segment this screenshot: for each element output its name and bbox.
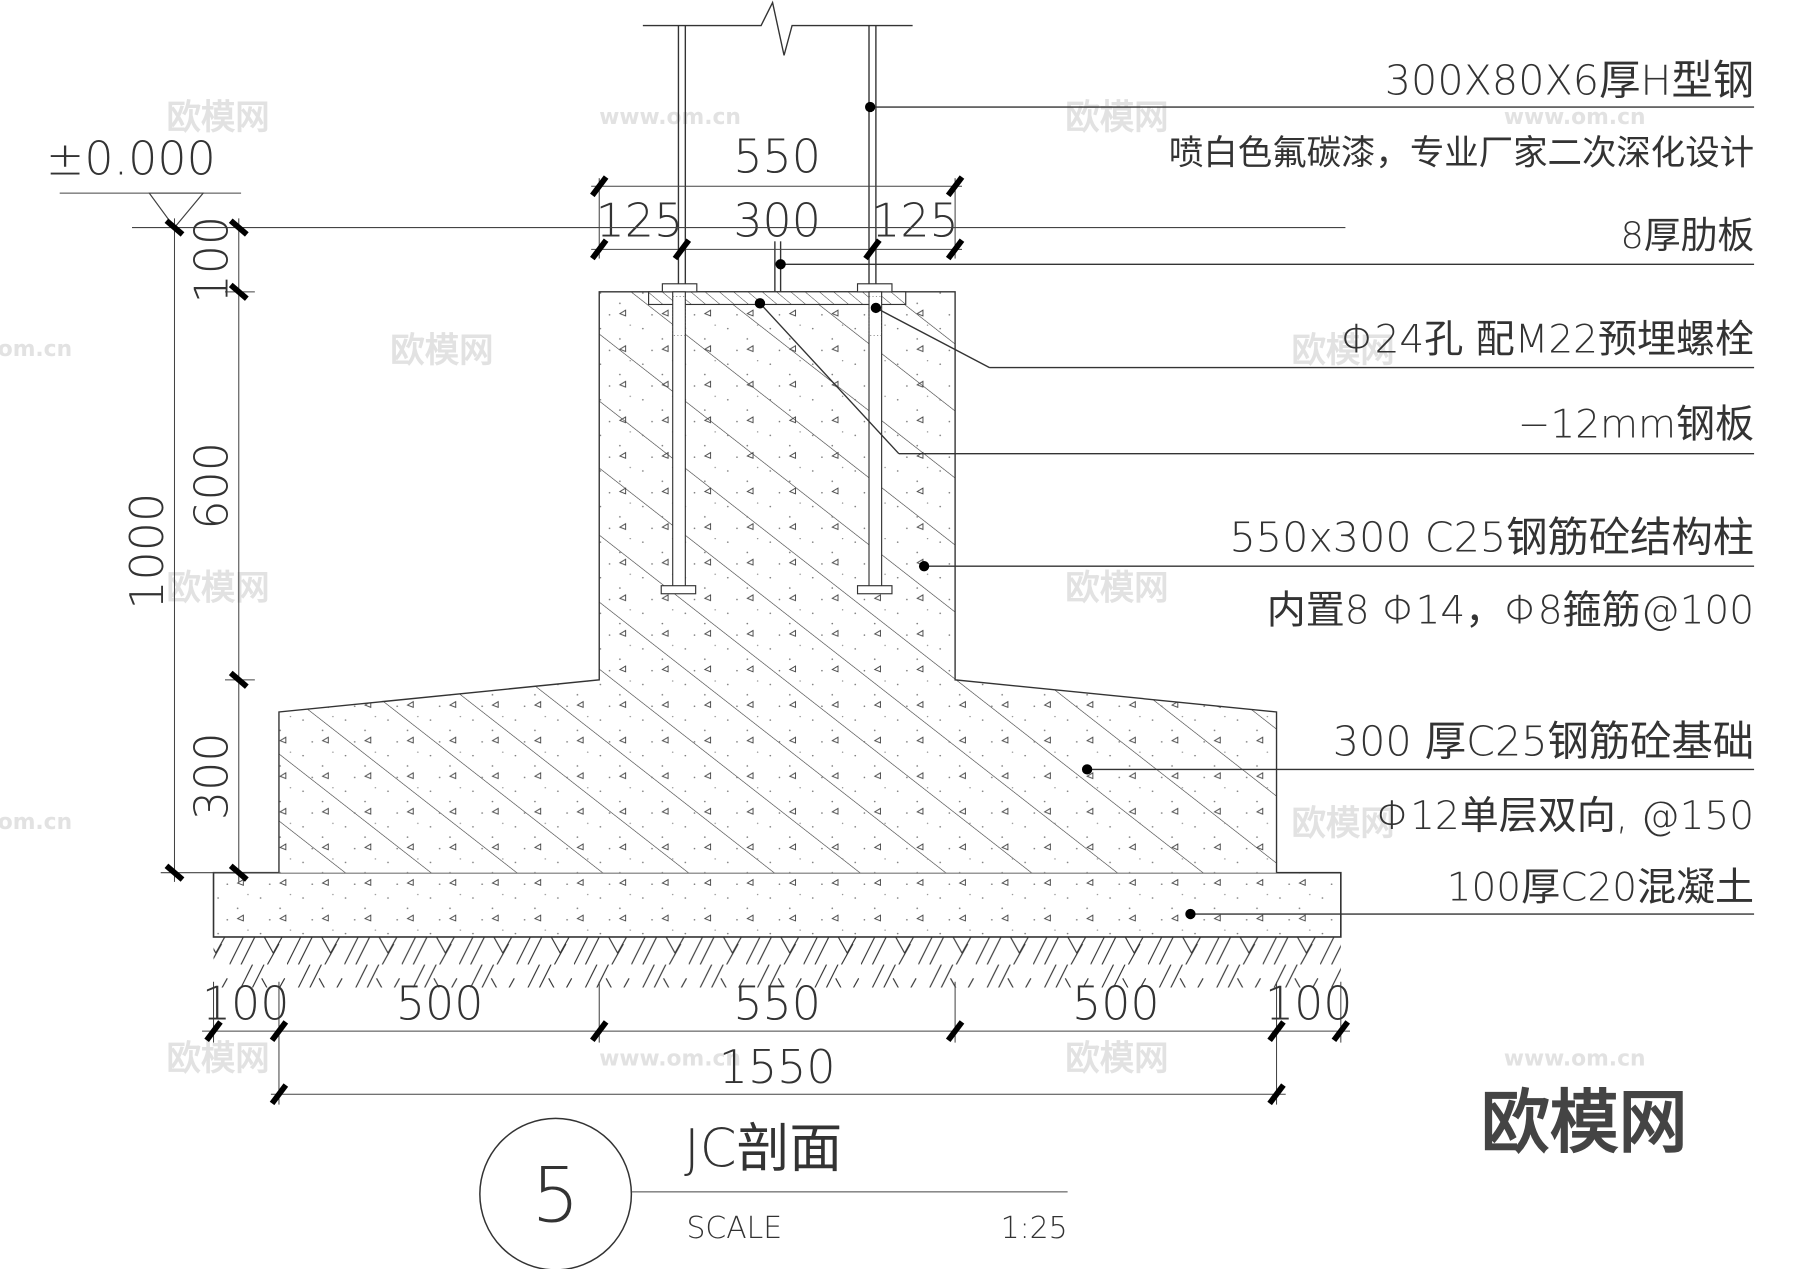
label-foundation: 300 厚C25钢筋砼基础 — [1333, 718, 1754, 766]
steel-base-plate — [648, 283, 907, 306]
top-dimensions: 550 125 300 125 — [132, 129, 1346, 261]
blinding-layer — [212, 871, 1342, 938]
watermark: 欧模网 — [1065, 98, 1168, 138]
anchor-bolts — [660, 291, 893, 595]
watermark: 欧模网 — [166, 1039, 269, 1079]
dim-bottom-550: 550 — [733, 977, 821, 1031]
watermark: 欧模网 — [1065, 1039, 1168, 1079]
section-number: 5 — [532, 1152, 580, 1240]
title-block: 5 JC剖面 SCALE 1:25 — [479, 1117, 1068, 1269]
watermark: www.om.cn — [599, 1047, 741, 1072]
label-steel-plate: −12mm钢板 — [1518, 403, 1754, 448]
dim-bottom-500-right: 500 — [1072, 977, 1160, 1031]
watermark: www.om.cn — [1504, 105, 1646, 130]
dim-top-mid: 300 — [733, 194, 821, 248]
label-column-rebar: 内置8 Φ14，Φ8箍筋@100 — [1267, 589, 1754, 634]
label-anchor-bolt: Φ24孔 配M22预埋螺栓 — [1341, 318, 1754, 363]
dim-bottom-100-left: 100 — [202, 977, 290, 1031]
watermark: 欧模网 — [166, 568, 269, 608]
watermark: om.cn — [0, 337, 72, 362]
label-blinding: 100厚C20混凝土 — [1447, 865, 1754, 910]
section-circle — [479, 1117, 633, 1269]
annotation-labels: 300X80X6厚H型钢 喷白色氟碳漆，专业厂家二次深化设计 8厚肋板 Φ24孔… — [1169, 56, 1754, 910]
scale-value: 1:25 — [1001, 1211, 1068, 1246]
label-h-steel-note: 喷白色氟碳漆，专业厂家二次深化设计 — [1169, 133, 1754, 173]
watermark: 欧模网 — [1291, 331, 1394, 371]
watermark: 欧模网 — [390, 331, 493, 371]
footing-and-column — [278, 291, 1278, 873]
dim-left-300: 300 — [184, 732, 238, 820]
label-rib-plate: 8厚肋板 — [1621, 214, 1755, 257]
dim-bottom-500-left: 500 — [396, 977, 484, 1031]
section-title: JC剖面 — [684, 1119, 842, 1180]
watermark: www.om.cn — [599, 105, 741, 130]
left-dimensions: 1000 100 600 300 — [120, 216, 279, 882]
watermark: 欧模网 — [1065, 568, 1168, 608]
bottom-dimensions: 100 500 550 500 100 1550 — [202, 977, 1353, 1106]
watermark: www.om.cn — [1504, 1047, 1646, 1072]
watermark: 欧模网 — [166, 98, 269, 138]
dim-bottom-100-right: 100 — [1265, 977, 1353, 1031]
elevation-label: ±0.000 — [46, 132, 216, 186]
soil-hatch — [213, 936, 1341, 988]
dim-top-right: 125 — [871, 194, 959, 248]
brand-logo: 欧模网 — [1481, 1083, 1688, 1163]
dim-left-100: 100 — [184, 216, 238, 304]
label-foundation-rebar: Φ12单层双向, @150 — [1377, 794, 1755, 839]
dim-top-left: 125 — [596, 194, 684, 248]
dim-top-overall: 550 — [733, 129, 821, 183]
dim-bottom-overall: 1550 — [719, 1040, 836, 1094]
dim-left-600: 600 — [184, 442, 238, 530]
label-column: 550x300 C25钢筋砼结构柱 — [1230, 513, 1755, 561]
elevation-marker: ±0.000 — [46, 132, 242, 229]
scale-label: SCALE — [686, 1211, 782, 1246]
watermark: om.cn — [0, 810, 72, 835]
leader-lines — [754, 101, 1755, 920]
dim-left-total: 1000 — [120, 493, 174, 610]
label-h-steel: 300X80X6厚H型钢 — [1385, 56, 1754, 104]
watermark: 欧模网 — [1291, 804, 1394, 844]
